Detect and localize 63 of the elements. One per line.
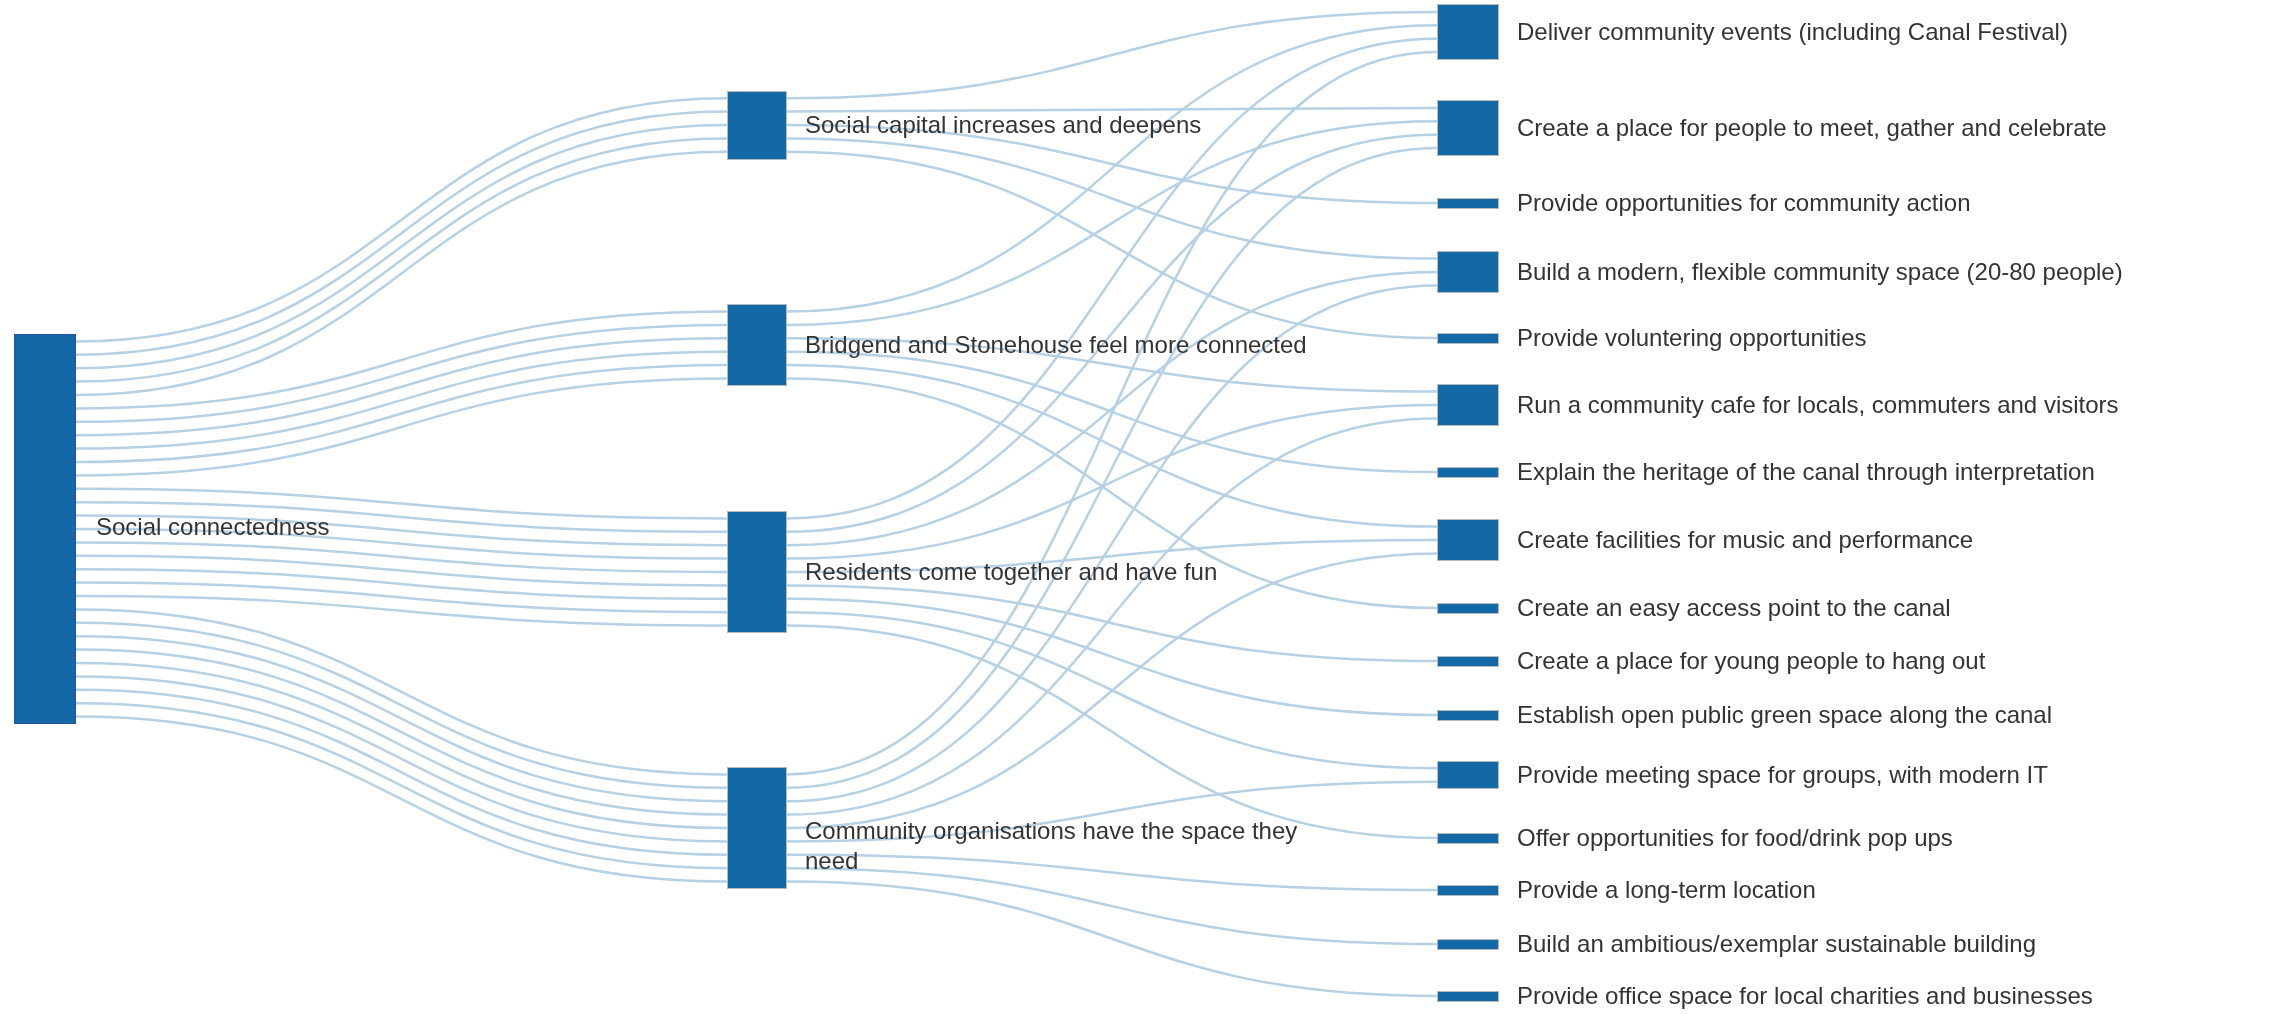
flow-line [76,567,727,601]
node-label: Bridgend and Stonehouse feel more connected [805,330,1307,360]
flow-line [786,37,1438,520]
node-label: Establish open public green space along the canal [1517,700,2053,730]
flow-line [786,552,1438,830]
flow-line [76,541,727,574]
flow-line [786,403,1438,560]
node-label: Community organisations have the space they need [805,816,1299,876]
flow-line [75,363,728,464]
node-label: Deliver community events (including Canal Festival) [1517,17,2068,47]
flow-line [75,310,728,410]
node-label: Provide office space for local charities and businesses [1517,981,2093,1011]
node-label: Provide voluntering opportunities [1517,323,1867,353]
flow-line [786,584,1438,663]
node-label: Social connectedness [96,512,330,542]
flow-line [786,350,1438,474]
flow-line [787,337,1437,393]
flow-line [75,350,728,450]
flow-line [76,594,727,627]
flow-line [786,597,1438,717]
flow-line [787,853,1437,892]
flow-line [786,10,1438,100]
flow-line [787,106,1437,113]
flow-line [786,123,1438,205]
flow-line [787,780,1437,843]
flow-line [786,363,1438,528]
node-label: Provide meeting space for groups, with modern IT [1517,760,2048,790]
flow-line [76,527,727,560]
flow-line [786,624,1438,840]
flow-line [786,377,1438,610]
flow-line [786,417,1438,816]
node-label: Explain the heritage of the canal through interpretation [1517,457,2095,487]
node-label: Create facilities for music and performance [1517,525,1974,555]
flow-line [786,866,1438,946]
flow-line [786,24,1438,313]
flow-line [786,610,1438,770]
node-label: Provide a long-term location [1517,875,1816,905]
flow-line [786,150,1438,340]
node-label: Run a community cafe for locals, commuters and visitors [1517,390,2119,420]
node-label: Build a modern, flexible community space (20-80 people) [1517,257,2123,287]
flow-line [786,120,1438,327]
flow-line [75,323,728,424]
node-label: Build an ambitious/exemplar sustainable building [1517,929,2036,959]
flow-line [76,514,727,547]
node-label: Provide opportunities for community action [1517,188,1971,218]
flow-line [75,377,728,477]
flow-line [786,284,1438,803]
flow-line [786,880,1438,998]
flow-line [76,487,727,520]
node-label: Social capital increases and deepens [805,110,1202,140]
flow-line [786,133,1438,534]
node-label: Create an easy access point to the canal [1517,593,1951,623]
flow-line [76,554,727,587]
flow-line [75,337,728,437]
flow-line [76,581,727,614]
node-label: Create a place for young people to hang out [1517,646,1986,676]
flow-line [76,500,727,534]
flow-line [787,538,1437,574]
node-label: Residents come together and have fun [805,557,1218,587]
flow-line [786,137,1438,260]
node-label: Create a place for people to meet, gather and celebrate [1517,113,2107,143]
node-label: Offer opportunities for food/drink pop ups [1517,823,1953,853]
flow-line [786,270,1438,547]
